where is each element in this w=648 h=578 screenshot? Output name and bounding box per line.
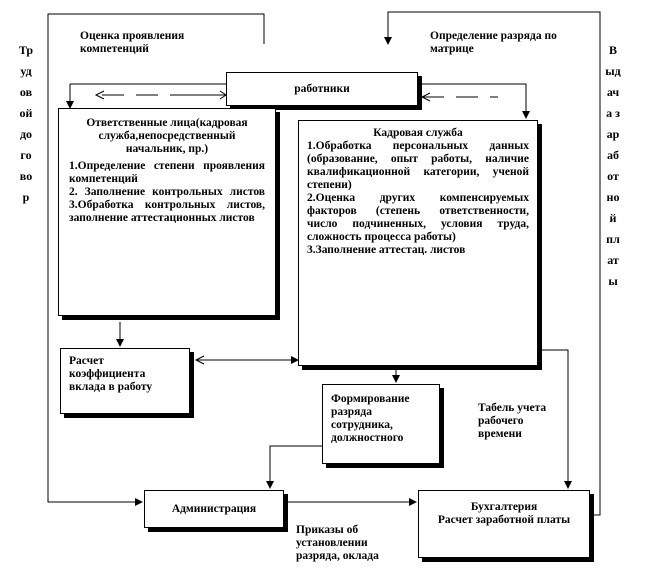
- responsible-item-2: 2. Заполнение контрольных листов 3.Обраб…: [69, 186, 265, 224]
- responsible-title: Ответственные лица(кадровая служба,непос…: [86, 117, 248, 155]
- label-employment-contract: Трудовой договор: [18, 43, 34, 204]
- accounting-title: Бухгалтерия: [470, 501, 538, 513]
- hr-title: Кадровая служба: [373, 127, 463, 139]
- hr-item-3: 3.Заполнение аттестац. листов: [307, 244, 466, 256]
- box-accounting: Бухгалтерия Расчет заработной платы: [418, 490, 590, 558]
- hr-item-1: 1.Обработка персональных данных (образов…: [307, 140, 529, 191]
- box-administration: Администрация: [144, 490, 284, 528]
- box-hr-service: Кадровая служба 1.Обработка персональных…: [298, 120, 538, 366]
- box-responsible-persons: Ответственные лица(кадровая служба,непос…: [58, 108, 276, 316]
- contract-flow-line: [47, 13, 265, 506]
- label-grade-by-matrix: Определение разряда по матрице: [430, 30, 557, 55]
- dashed-arrowhead-left: [94, 90, 105, 100]
- workers-to-hr: [418, 83, 530, 119]
- coefficient-label: Расчет коэффициента вклада в работу: [69, 355, 153, 393]
- box-workers: работники: [226, 72, 418, 106]
- responsible-item-1: 1.Определение степени проявления компете…: [69, 160, 265, 185]
- formation-to-administration: [266, 445, 322, 489]
- box-coefficient: Расчет коэффициента вклада в работу: [60, 348, 190, 414]
- box-grade-formation: Формирование разряда сотрудника, должнос…: [322, 384, 440, 464]
- workers-label: работники: [294, 83, 350, 95]
- label-timesheet: Табель учета рабочего времени: [478, 402, 547, 440]
- label-salary-payment: Выдача заработной платы: [605, 43, 621, 288]
- label-orders: Приказы об установлении разряда, оклада: [296, 524, 379, 562]
- accounting-subtitle: Расчет заработной платы: [437, 514, 571, 526]
- administration-label: Администрация: [171, 503, 257, 515]
- hr-item-2: 2.Оценка других компенсируемых факторов …: [307, 192, 529, 243]
- label-competence-evaluation: Оценка проявления компетенций: [80, 30, 185, 55]
- salary-flow-line: [384, 11, 601, 516]
- hr-to-accounting: [538, 349, 572, 489]
- formation-label: Формирование разряда сотрудника, должнос…: [331, 393, 410, 444]
